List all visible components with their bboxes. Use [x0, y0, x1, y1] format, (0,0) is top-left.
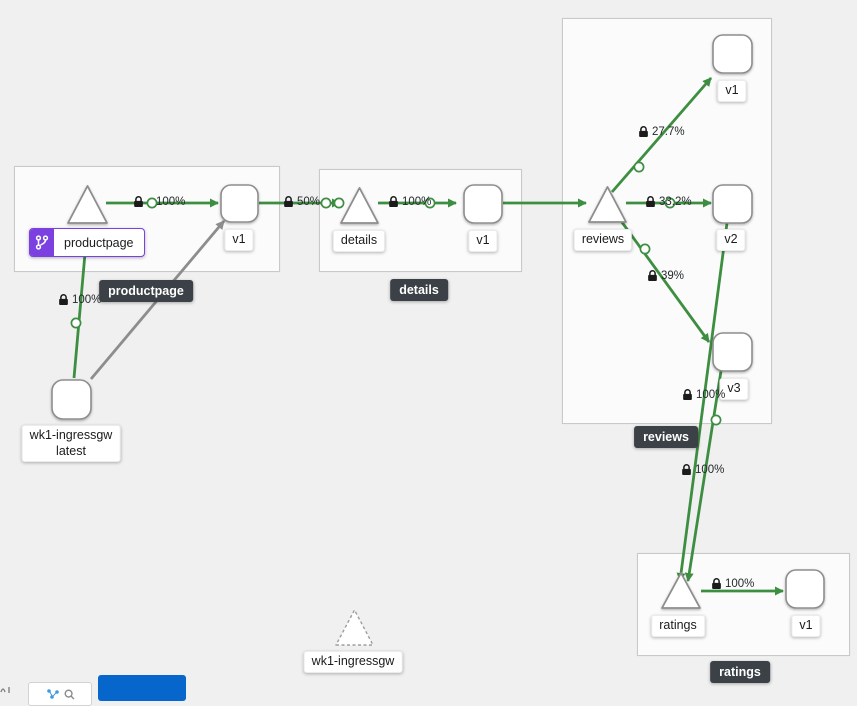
- node-productpage-v1-square[interactable]: [220, 184, 259, 223]
- mtls-lock-icon: [59, 294, 68, 306]
- node-label-ratings-v1[interactable]: v1: [791, 615, 821, 637]
- node-ratings-service-triangle[interactable]: [661, 572, 701, 609]
- mtls-lock-icon: [648, 270, 657, 282]
- node-label-text: productpage: [64, 235, 134, 250]
- legend-button[interactable]: [98, 675, 186, 701]
- mtls-lock-icon: [639, 126, 648, 138]
- node-label-details-service[interactable]: details: [332, 230, 386, 252]
- edge-label-reviews-to-v1: 27.7%: [638, 126, 685, 138]
- node-label-productpage-service[interactable]: productpage: [29, 228, 145, 257]
- mtls-lock-icon: [683, 389, 692, 401]
- mtls-lock-icon: [712, 578, 721, 590]
- node-reviews-v2-square[interactable]: [712, 184, 753, 224]
- node-productpage-service-triangle[interactable]: [67, 185, 108, 224]
- node-label-ingress-workload[interactable]: wk1-ingressgw latest: [21, 425, 121, 463]
- edge-label-productpage-to-v1: 100%: [133, 196, 185, 208]
- node-ratings-v1-square[interactable]: [785, 569, 825, 609]
- node-label-ratings-service[interactable]: ratings: [651, 615, 705, 637]
- node-reviews-v1-square[interactable]: [712, 34, 753, 74]
- edge-reviewsv2-to-ratings[interactable]: [676, 222, 729, 582]
- graph-tour-button[interactable]: [28, 682, 92, 706]
- mtls-lock-icon: [646, 196, 655, 208]
- network-icon: [46, 689, 59, 699]
- edge-label-reviews-to-v3: 39%: [647, 270, 684, 282]
- node-idle-service-triangle[interactable]: [335, 609, 374, 646]
- edge-label-productpagev1-to-details: 50%: [283, 196, 320, 208]
- magnifier-icon: [63, 688, 74, 699]
- node-reviews-service-triangle[interactable]: [588, 186, 627, 223]
- mtls-lock-icon: [389, 196, 398, 208]
- node-details-service-triangle[interactable]: [340, 187, 379, 224]
- node-ingress-workload-square[interactable]: [51, 379, 92, 420]
- mtls-lock-icon: [284, 196, 293, 208]
- mtls-lock-icon: [682, 464, 691, 476]
- edge-label-ingress-to-productpage: 100%: [58, 294, 101, 306]
- node-reviews-v3-square[interactable]: [712, 332, 753, 372]
- node-label-reviews-v3[interactable]: v3: [719, 378, 749, 400]
- node-label-reviews-v1[interactable]: v1: [717, 80, 747, 102]
- node-label-reviews-v2[interactable]: v2: [716, 229, 746, 251]
- edge-reviewsv3-to-ratings[interactable]: [684, 370, 723, 582]
- group-badge-ratings[interactable]: ratings: [710, 661, 770, 683]
- group-badge-productpage[interactable]: productpage: [99, 280, 193, 302]
- virtual-service-icon: [30, 229, 54, 256]
- group-badge-details[interactable]: details: [390, 279, 448, 301]
- node-label-idle-service[interactable]: wk1-ingressgw: [303, 651, 403, 673]
- node-label-reviews-service[interactable]: reviews: [573, 229, 633, 251]
- edge-label-reviewsv3-to-ratings: 100%: [681, 464, 724, 476]
- mtls-lock-icon: [134, 196, 143, 208]
- ingress-workload-name: wk1-ingressgw: [29, 428, 113, 442]
- edge-label-ratings-to-v1: 100%: [711, 578, 754, 590]
- group-badge-reviews[interactable]: reviews: [634, 426, 698, 448]
- edge-reviews-to-v1[interactable]: [610, 77, 713, 193]
- node-label-productpage-v1[interactable]: v1: [224, 229, 254, 251]
- node-label-details-v1[interactable]: v1: [468, 230, 498, 252]
- zoom-status-icon: [0, 681, 16, 699]
- edge-label-reviewsv2-to-ratings: 100%: [682, 389, 725, 401]
- edge-label-reviews-to-v2: 33.2%: [645, 196, 692, 208]
- ingress-workload-version: latest: [56, 443, 86, 458]
- edge-label-details-to-v1: 100%: [388, 196, 431, 208]
- node-details-v1-square[interactable]: [463, 184, 503, 224]
- edge-waypoints: [70, 161, 722, 426]
